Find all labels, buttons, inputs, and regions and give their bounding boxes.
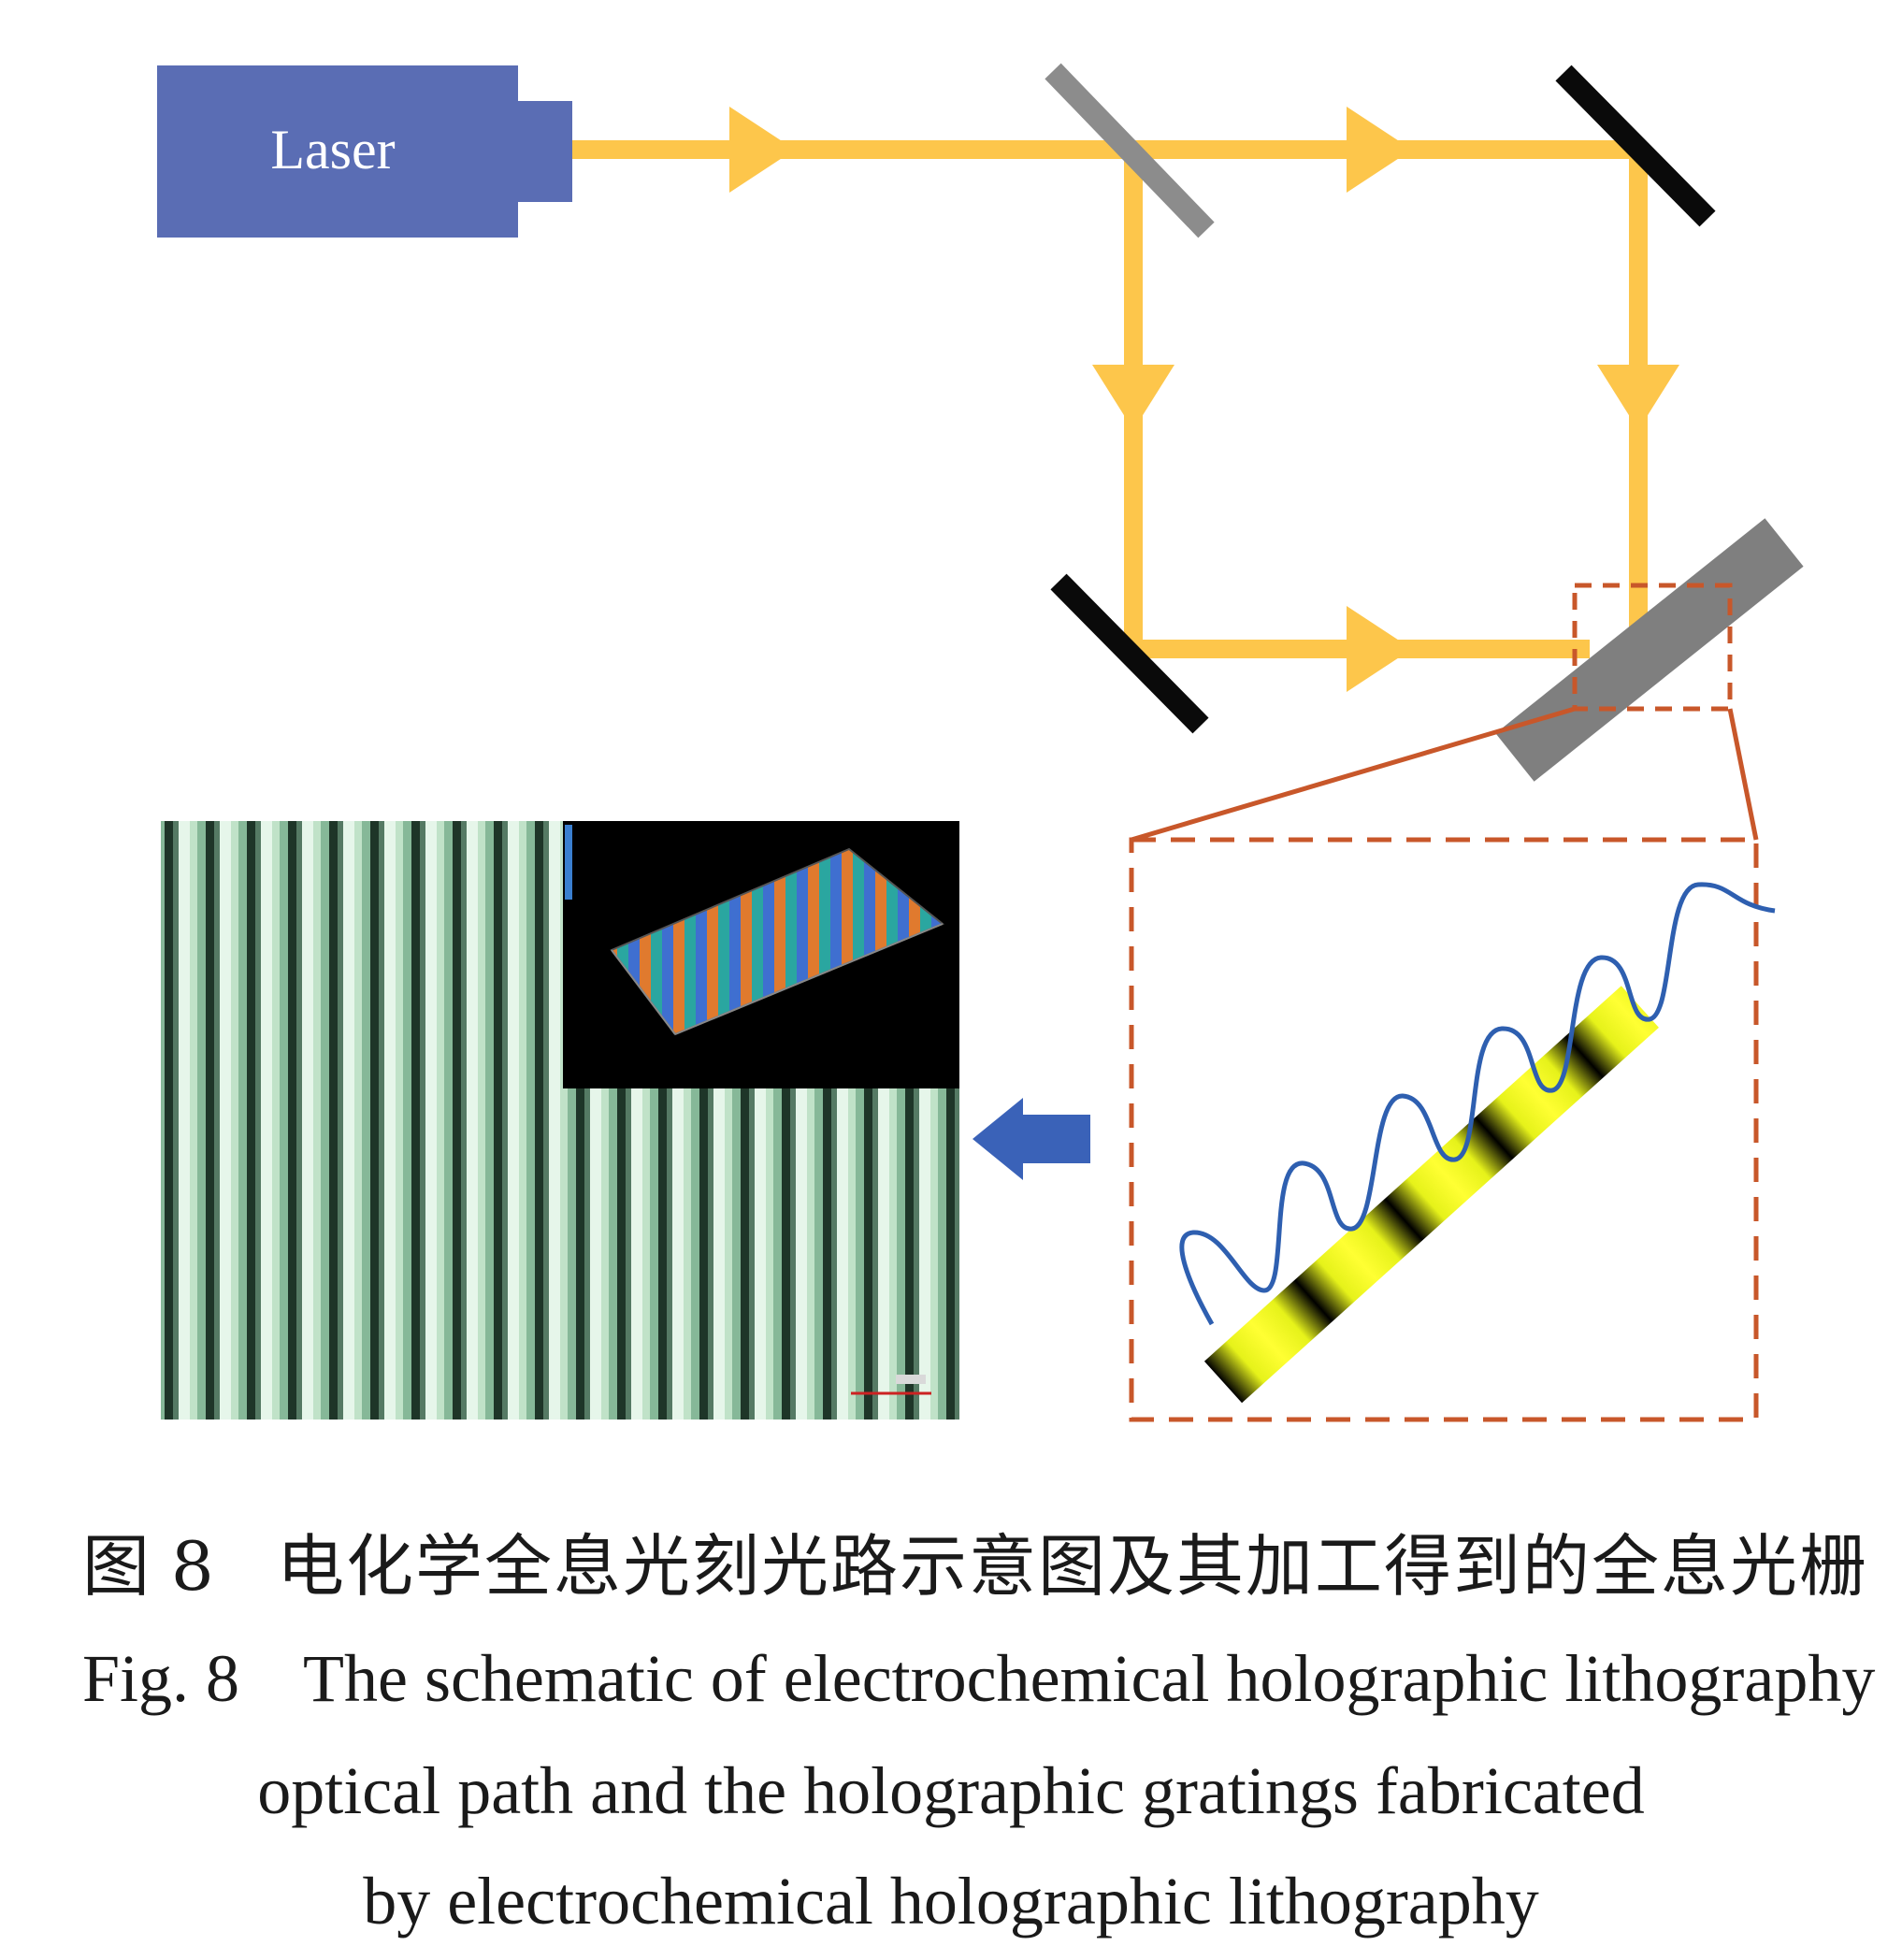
caption-english-line-1: Fig. 8 The schematic of electrochemical … (82, 1627, 1878, 1730)
caption-en-number: Fig. 8 (82, 1641, 240, 1716)
inset-colorbar (565, 825, 572, 900)
caption-chinese: 图 8 电化学全息光刻光路示意图及其加工得到的全息光栅 (0, 1515, 1902, 1618)
intensity-wave (1179, 882, 1776, 1326)
beam-arrow-5 (1347, 606, 1412, 692)
caption-cn-number: 图 8 (82, 1527, 214, 1606)
laser-aperture (518, 101, 572, 202)
zoom-detail-box (1129, 837, 1759, 1422)
mirror-top-right (1555, 65, 1716, 227)
micrograph-scale-label (896, 1375, 926, 1384)
inset-axis-2 (674, 923, 944, 1035)
caption-english-line-3: by electrochemical holographic lithograp… (363, 1864, 1539, 1938)
zoom-indicator (1129, 583, 1759, 1422)
beam-arrow-2 (1347, 107, 1412, 193)
beam-direction-arrows (729, 107, 1679, 692)
beam-splitter (1045, 63, 1215, 238)
caption-english-line-2: optical path and the holographic grating… (257, 1753, 1645, 1828)
zoom-detail-content (1179, 882, 1776, 1404)
grating-micrograph (161, 821, 959, 1420)
zoom-line-left (1131, 706, 1576, 843)
laser-source: Laser (157, 65, 572, 238)
laser-body (157, 65, 518, 238)
sample-plate (1495, 518, 1804, 782)
zoom-line-right (1727, 708, 1759, 841)
caption-en-text-1: The schematic of electrochemical hologra… (303, 1641, 1876, 1716)
beam-arrow-3 (1092, 365, 1174, 430)
caption-cn-text: 电化学全息光刻光路示意图及其加工得到的全息光栅 (277, 1527, 1869, 1606)
interference-fringe-bar (1203, 986, 1659, 1404)
beam-paths (572, 140, 1648, 658)
beam-arrow-4 (1597, 365, 1679, 430)
inset-axis (611, 949, 676, 1035)
left-arrow-icon (973, 1098, 1090, 1180)
grating-3d-inset (563, 821, 959, 1088)
mirror-bottom-left (1050, 573, 1209, 734)
laser-label: Laser (270, 119, 395, 180)
optical-path-diagram: Laser (157, 63, 1804, 1422)
beam-arrow-1 (729, 107, 795, 193)
